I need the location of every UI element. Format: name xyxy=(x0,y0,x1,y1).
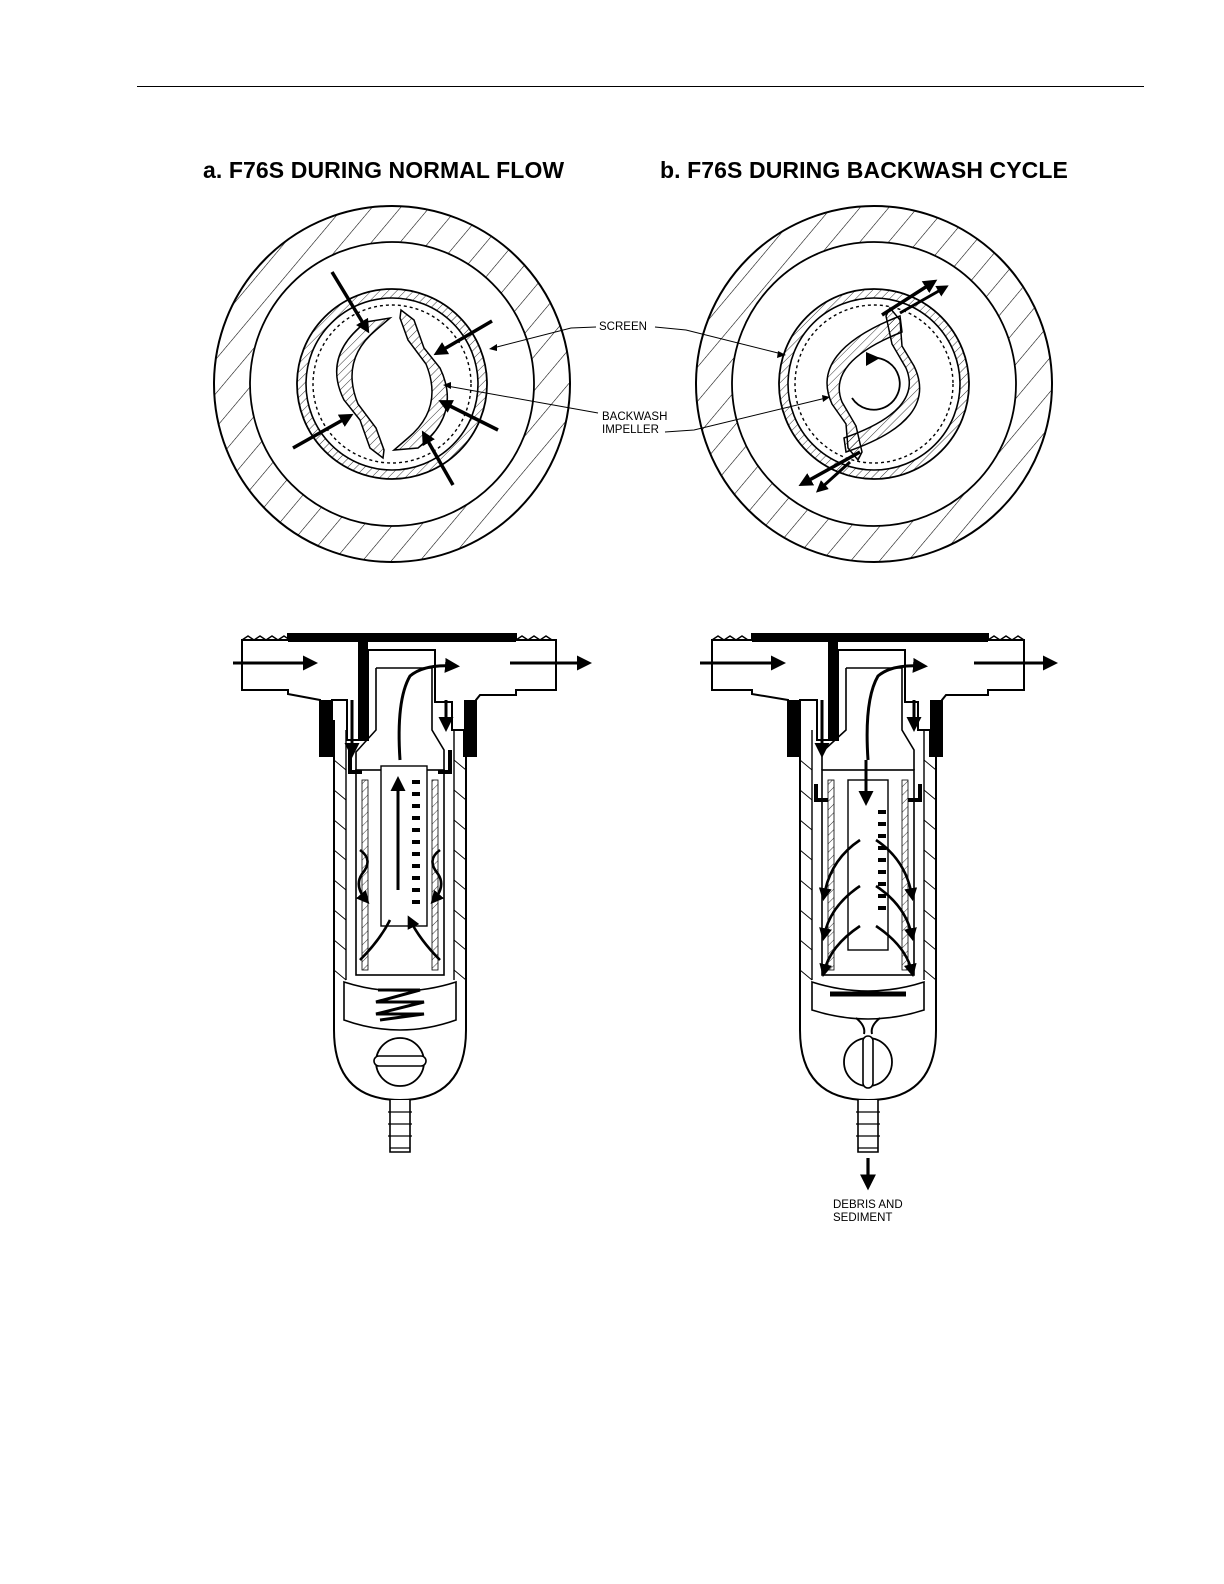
debris-label-line2: SEDIMENT xyxy=(833,1212,903,1225)
backwash-impeller-label: BACKWASH IMPELLER xyxy=(602,411,667,437)
screen-label: SCREEN xyxy=(599,321,647,334)
side-view-normal-flow xyxy=(233,634,586,1152)
top-view-normal-flow xyxy=(214,206,570,562)
backwash-impeller-label-line2: IMPELLER xyxy=(602,424,667,437)
debris-label: DEBRIS AND SEDIMENT xyxy=(833,1199,903,1225)
debris-label-line1: DEBRIS AND xyxy=(833,1199,903,1212)
side-view-backwash xyxy=(700,634,1052,1184)
backwash-impeller-label-line1: BACKWASH xyxy=(602,411,667,424)
top-view-backwash xyxy=(696,206,1052,562)
